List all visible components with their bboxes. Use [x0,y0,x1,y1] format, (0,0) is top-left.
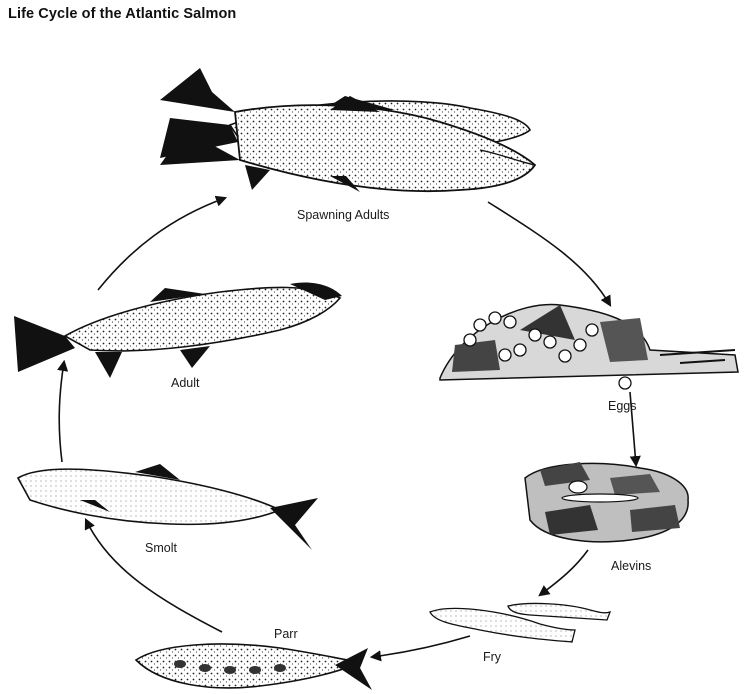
eggs-illustration [440,304,738,389]
parr-fish [136,644,372,690]
cycle-arrows [59,198,636,657]
arrow-adult-to-spawning [98,198,225,290]
label-spawning-adults: Spawning Adults [297,208,389,222]
label-eggs: Eggs [608,399,637,413]
arrow-spawning-to-eggs [488,202,610,305]
label-alevins: Alevins [611,559,651,573]
arrow-fry-to-parr [372,636,470,657]
arrow-parr-to-smolt [86,520,222,632]
arrow-smolt-to-adult [59,362,64,462]
alevins-illustration [525,462,688,542]
label-adult: Adult [171,376,200,390]
label-smolt: Smolt [145,541,177,555]
smolt-fish [18,464,318,550]
fry-fish-2 [508,603,610,620]
arrow-alevins-to-fry [540,550,588,595]
label-parr: Parr [274,627,298,641]
label-fry: Fry [483,650,501,664]
